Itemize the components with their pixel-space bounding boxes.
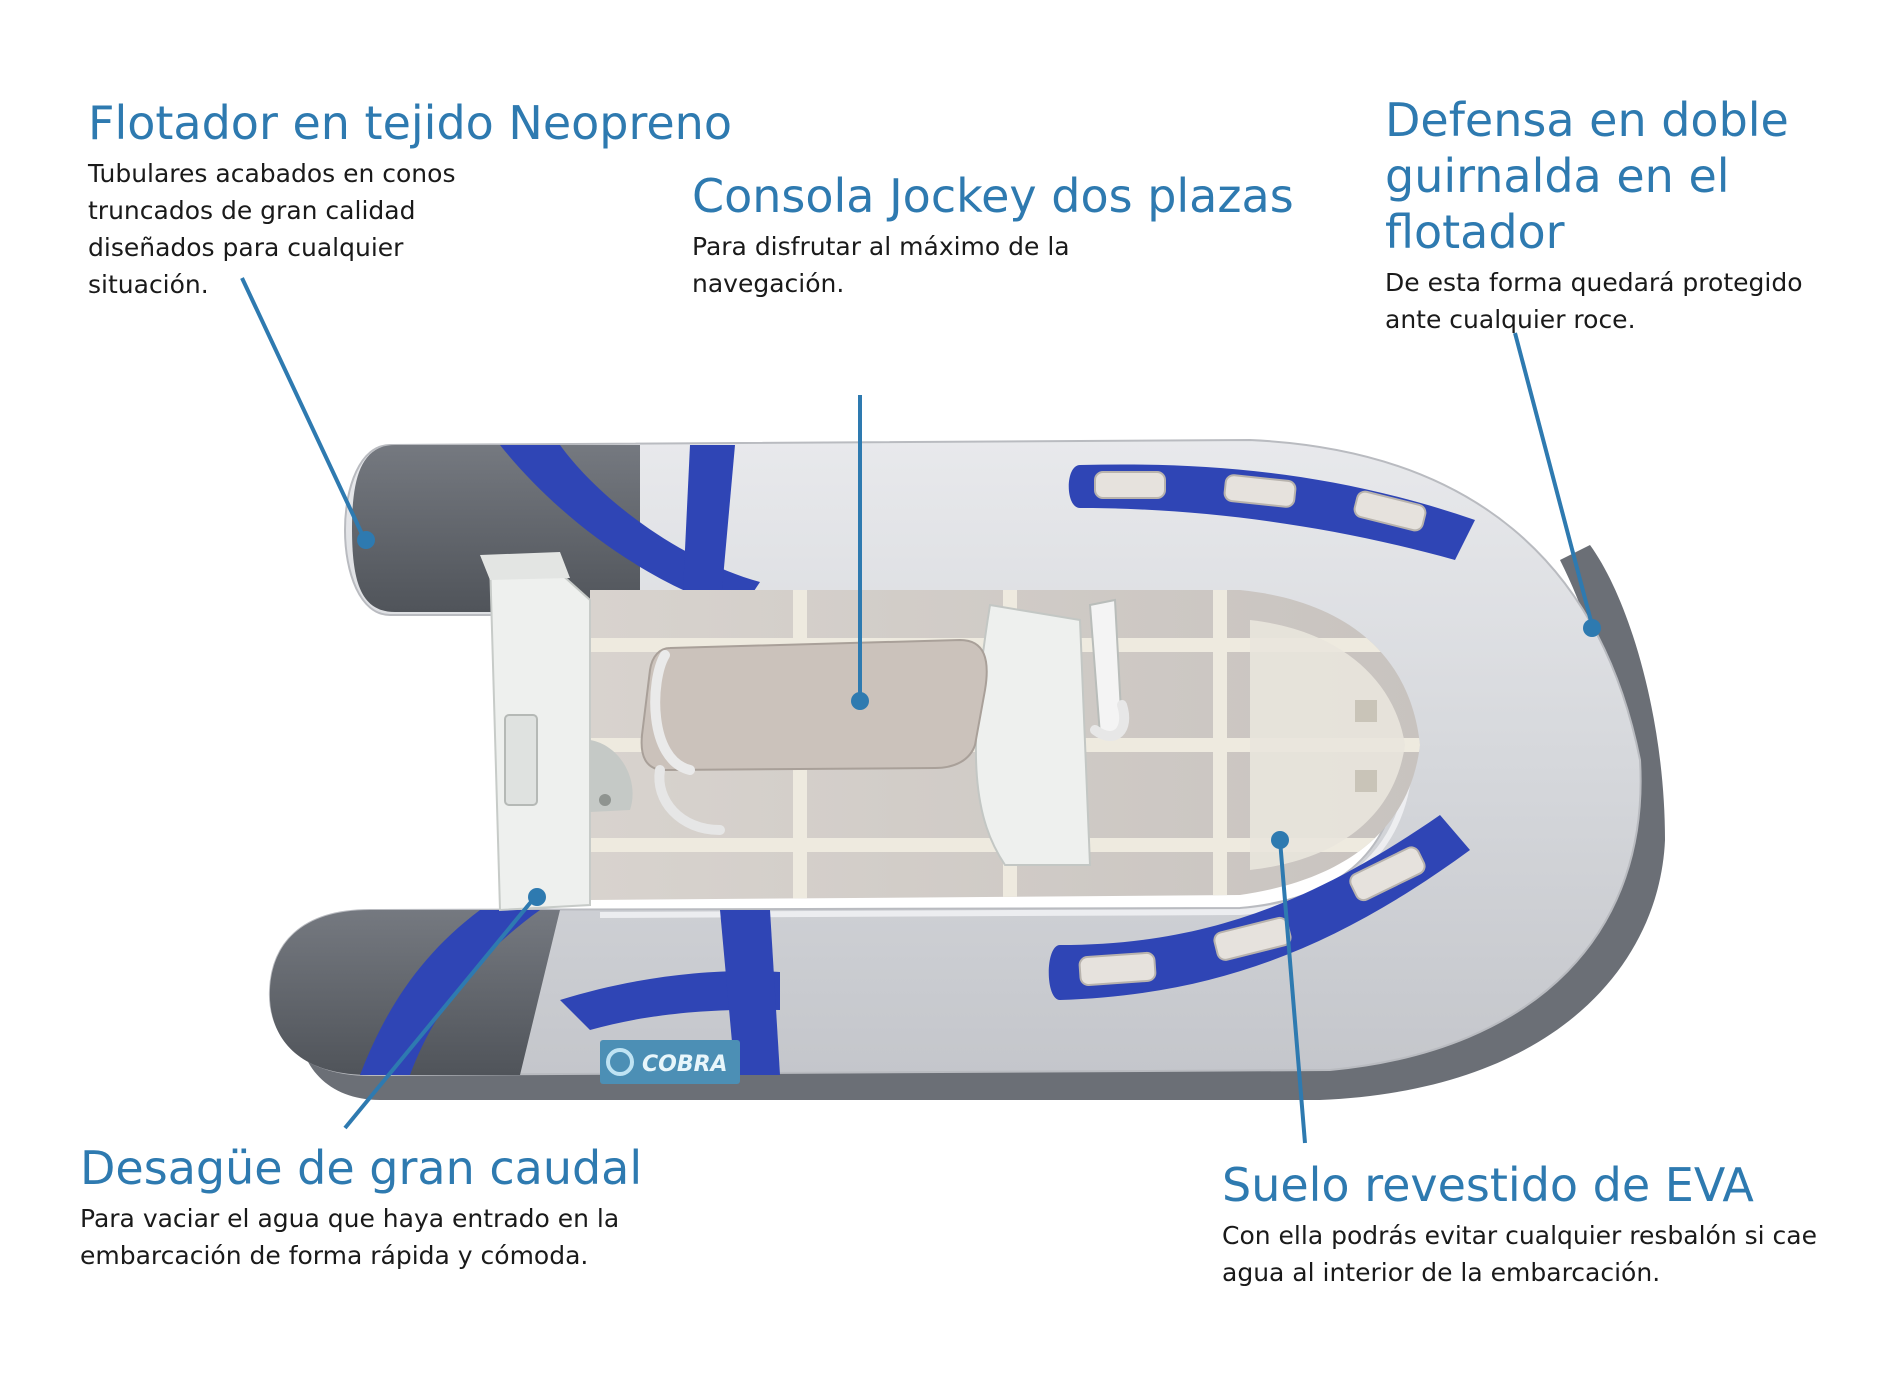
dot-flotador [357,531,375,549]
callout-suelo-title: Suelo revestido de EVA [1222,1158,1754,1212]
leader-flotador [240,277,364,535]
jockey-console [974,598,1130,866]
dot-defensa [1583,619,1601,637]
callout-suelo-desc: Con ella podrás evitar cualquier resbaló… [1222,1221,1817,1287]
blue-stripes [360,445,780,1075]
callout-consola: Consola Jockey dos plazas Para disfrutar… [692,168,1294,302]
handle [1353,490,1427,532]
callout-flotador-desc: Tubulares acabados en conos truncados de… [88,159,456,299]
handle [1349,846,1426,902]
callout-defensa-desc: De esta forma quedará protegido ante cua… [1385,268,1803,334]
callout-flotador-title: Flotador en tejido Neopreno [88,96,732,150]
callout-desague-title: Desagüe de gran caudal [80,1141,643,1195]
handle [1094,471,1166,499]
callout-defensa-title: Defensa en doble guirnalda en el flotado… [1385,93,1789,259]
callout-consola-desc: Para disfrutar al máximo de la navegació… [692,232,1070,298]
callout-defensa: Defensa en doble guirnalda en el flotado… [1385,92,1885,338]
grab-handles-bottom [1048,815,1470,1000]
dot-consola [851,692,869,710]
dot-desague [528,888,546,906]
dot-suelo [1271,831,1289,849]
grab-handles-top [1068,464,1475,560]
transom [480,552,591,912]
cobra-logo: COBRA [600,1040,740,1084]
leader-suelo [1278,839,1307,1144]
leader-desague [343,895,537,1130]
callout-desague-desc: Para vaciar el agua que haya entrado en … [80,1204,620,1270]
callout-flotador: Flotador en tejido Neopreno Tubulares ac… [88,95,748,303]
leader-defensa [1513,332,1594,626]
jockey-seat [640,638,988,835]
drain [590,740,633,812]
rub-strake [298,545,1666,1100]
handle [1223,474,1297,508]
cobra-logo-text: COBRA [642,1052,728,1077]
callout-consola-title: Consola Jockey dos plazas [692,169,1294,223]
leader-lines [240,277,1594,1144]
callout-suelo: Suelo revestido de EVA Con ella podrás e… [1222,1157,1862,1291]
callout-desague: Desagüe de gran caudal Para vaciar el ag… [80,1140,780,1274]
leader-dots [357,531,1601,906]
handle [1078,951,1157,987]
